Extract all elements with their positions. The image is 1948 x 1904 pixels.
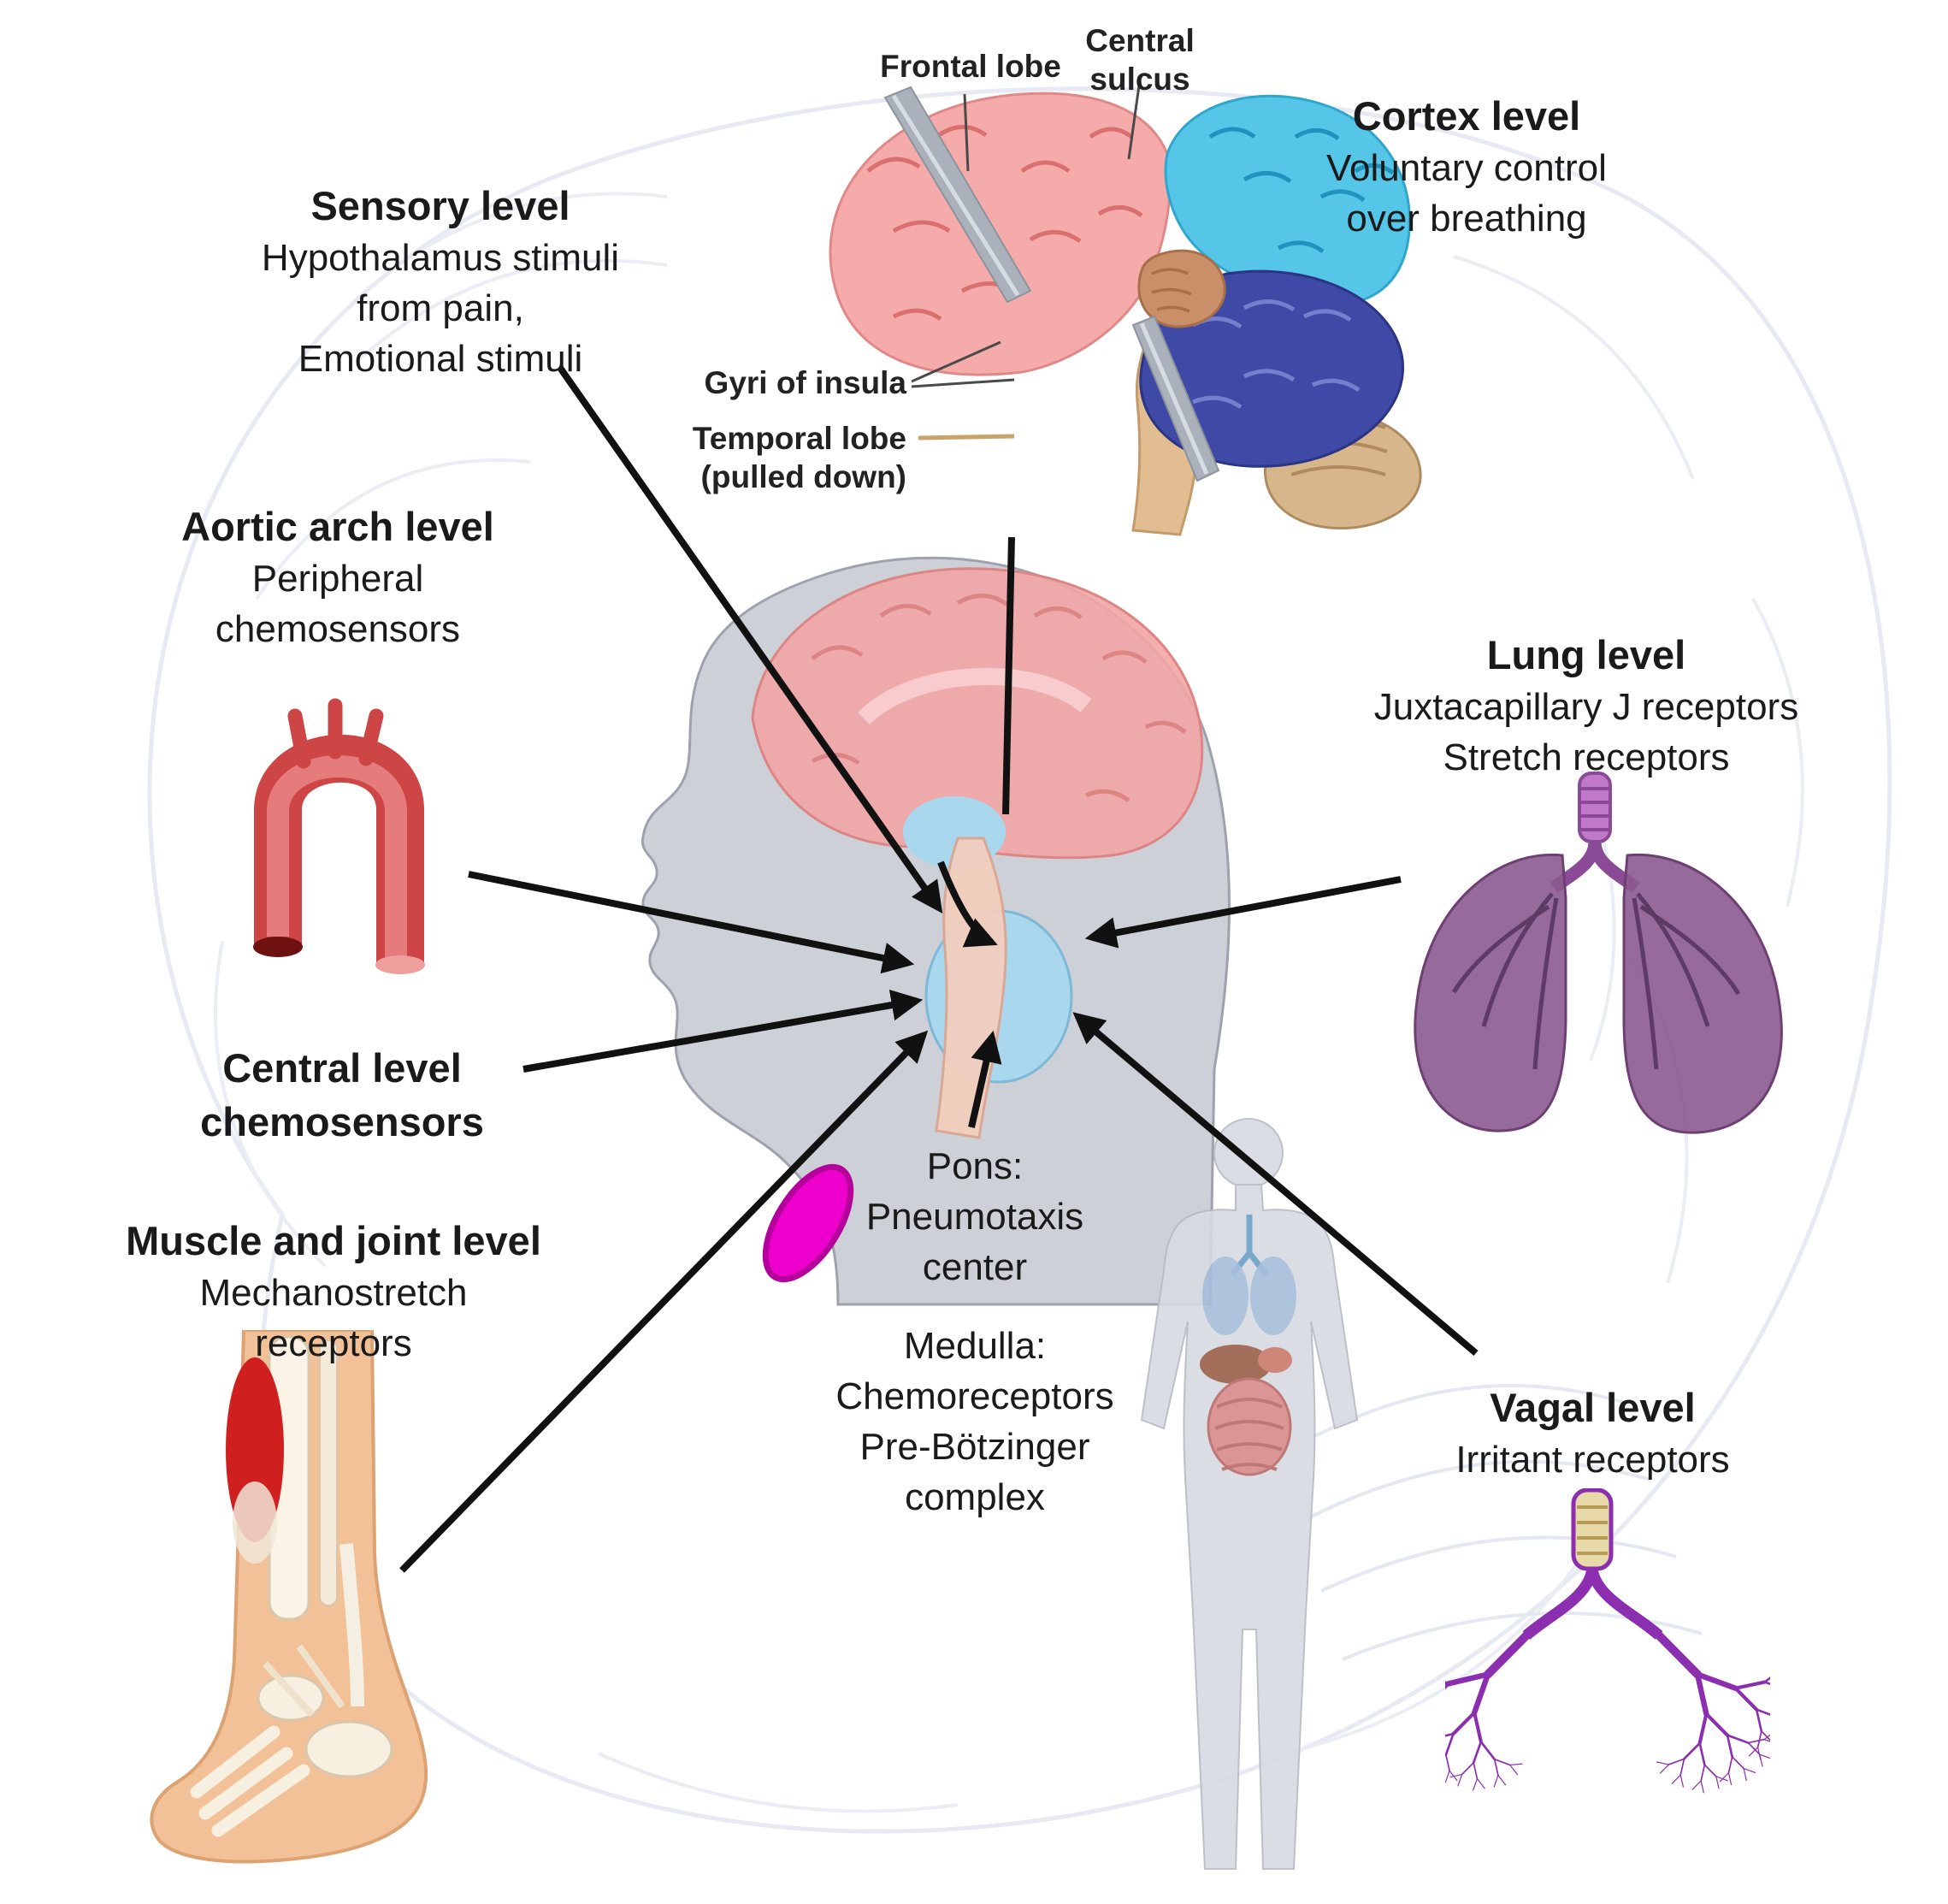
- right-bronchus: [1586, 1567, 1663, 1640]
- muscle-tendon-fade: [233, 1481, 277, 1564]
- aortic-line-1: Peripheral: [251, 557, 424, 600]
- background-cerebellum-folds: [1281, 1384, 1703, 1661]
- central-level-label: Central level chemosensors: [145, 1042, 539, 1150]
- lung-title: Lung level: [1486, 632, 1686, 677]
- central-sulcus-label: Central sulcus: [1059, 21, 1221, 98]
- insula-gyri: [1151, 268, 1192, 313]
- heel-bone: [304, 1720, 393, 1778]
- aorta-branches: [287, 698, 384, 769]
- gyri-of-insula-label: Gyri of insula: [650, 364, 906, 402]
- aortic-arch-illustration: [253, 698, 425, 974]
- sensory-level-label: Sensory level Hypothalamus stimuli from …: [145, 180, 735, 385]
- trachea-rings: [1581, 787, 1609, 831]
- achilles-tendon: [339, 1543, 364, 1707]
- sensory-level-title: Sensory level: [310, 183, 570, 228]
- parietal-lobe-shape: [1164, 94, 1411, 306]
- lung-level-label: Lung level Juxtacapillary J receptors St…: [1317, 629, 1856, 783]
- bronchial-trachea: [1571, 1488, 1614, 1571]
- central-line-1: Central level: [222, 1045, 462, 1091]
- cortex-line-1: Voluntary control: [1326, 146, 1607, 189]
- temporal-lobe-label: Temporal lobe (pulled down): [599, 419, 906, 496]
- cortex-line-2: over breathing: [1346, 197, 1587, 239]
- left-bronchus: [1522, 1567, 1598, 1640]
- aorta-highlight: [267, 755, 407, 958]
- sensory-line-3: Emotional stimuli: [298, 337, 583, 380]
- parietal-lobe-gyri: [1208, 127, 1395, 254]
- lung-line-1: Juxtacapillary J receptors: [1373, 685, 1799, 728]
- cortex-level-title: Cortex level: [1352, 93, 1581, 139]
- central-line-2: chemosensors: [200, 1098, 484, 1144]
- lung-line-2: Stretch receptors: [1443, 736, 1730, 778]
- retractor-tools: [883, 86, 1220, 482]
- vagal-level-label: Vagal level Irritant receptors: [1360, 1381, 1826, 1486]
- lungs-illustration: [1414, 772, 1783, 1134]
- bronchial-tree-illustration: [1445, 1488, 1770, 1794]
- sensory-line-2: from pain,: [357, 287, 524, 329]
- lung-vessels: [1451, 892, 1741, 1070]
- insula-text: insula: [815, 365, 906, 400]
- pons-label: Pons: Pneumotaxis center: [787, 1142, 1163, 1293]
- retractor-highlight-2: [1139, 322, 1209, 475]
- aorta-cut-opening: [253, 937, 303, 957]
- bronchial-trachea-rings: [1577, 1505, 1608, 1555]
- fibula-bone: [319, 1339, 338, 1606]
- central-sulcus-text-1: Central: [1085, 23, 1195, 58]
- background-brain-outline: [147, 86, 1892, 1834]
- ankle-foot-illustration: [150, 1330, 428, 1864]
- medulla-line-3: Pre-Bötzinger: [859, 1425, 1090, 1468]
- gyri-prefix-text: Gyri of: [704, 365, 806, 400]
- temporal-pulled-down-text: (pulled down): [700, 459, 906, 495]
- dissected-brain-illustration: [829, 86, 1422, 536]
- pons-line-3: center: [922, 1245, 1028, 1288]
- body-stomach: [1258, 1347, 1292, 1373]
- bronchial-branches: [1445, 1631, 1770, 1794]
- frontal-lobe-text: Frontal lobe: [880, 49, 1061, 84]
- body-left-lung: [1202, 1257, 1248, 1335]
- pons-line-2: Pneumotaxis: [865, 1195, 1084, 1238]
- muscle-line-2: receptors: [255, 1322, 412, 1364]
- muscle-joint-level-label: Muscle and joint level Mechanostretch re…: [90, 1215, 577, 1369]
- insula-shape: [1137, 249, 1226, 328]
- body-right-lung: [1250, 1257, 1296, 1335]
- muscle-line-1: Mechanostretch: [199, 1271, 468, 1314]
- pons-line-1: Pons:: [926, 1145, 1024, 1187]
- sensory-line-1: Hypothalamus stimuli: [261, 236, 620, 279]
- medulla-line-2: Chemoreceptors: [835, 1375, 1114, 1417]
- medulla-line-4: complex: [905, 1475, 1045, 1518]
- central-sulcus-text-2: sulcus: [1089, 62, 1190, 98]
- frontal-lobe-shape: [829, 92, 1172, 376]
- medulla-line-1: Medulla:: [903, 1325, 1047, 1367]
- body-head: [1213, 1118, 1284, 1188]
- ankle-ligaments: [263, 1644, 345, 1718]
- vagal-title: Vagal level: [1490, 1385, 1696, 1430]
- frontal-lobe-label: Frontal lobe: [847, 47, 1095, 86]
- aorta-distal-cut: [375, 955, 425, 974]
- temporal-lobe-text: Temporal lobe: [692, 421, 906, 456]
- aortic-title: Aortic arch level: [181, 504, 494, 549]
- vagal-line-1: Irritant receptors: [1455, 1438, 1730, 1481]
- retractor-highlight-1: [891, 94, 1020, 297]
- cortex-level-label: Cortex level Voluntary control over brea…: [1240, 90, 1693, 245]
- body-intestine-coils: [1214, 1398, 1284, 1471]
- foot-bones: [190, 1725, 310, 1837]
- medulla-label: Medulla: Chemoreceptors Pre-Bötzinger co…: [753, 1322, 1197, 1523]
- muscle-title: Muscle and joint level: [126, 1218, 541, 1263]
- body-silhouette: [1140, 1184, 1359, 1870]
- aortic-line-2: chemosensors: [215, 607, 461, 650]
- aortic-arch-level-label: Aortic arch level Peripheral chemosensor…: [111, 500, 564, 655]
